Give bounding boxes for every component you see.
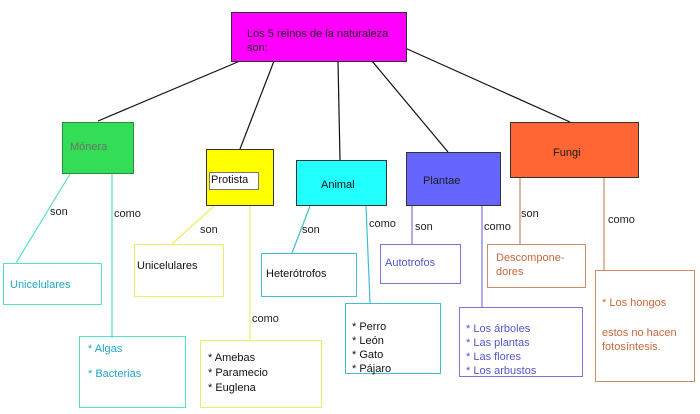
protista-paramecio: * Paramecio [208, 367, 268, 379]
animal-como-box: * Perro * León * Gato * Pájaro [345, 303, 441, 376]
kingdom-protista-inner: Protista [209, 172, 259, 190]
kingdom-plantae-label: Plantae [423, 175, 461, 187]
root-text: Los 5 reinos de la naturaleza son: [247, 28, 389, 54]
monera-como-label: como [114, 208, 141, 220]
monera-son-box: Unicelulares [3, 263, 102, 305]
plantae-como-label: como [484, 221, 511, 233]
fungi-son-label: son [521, 208, 539, 220]
kingdom-protista-label: Protista [211, 174, 249, 186]
kingdom-monera-label: Mónera [70, 141, 108, 153]
connector-monera-son [15, 173, 71, 264]
plantae-arboles: * Los árboles [466, 323, 531, 335]
connector-animal-como [365, 205, 371, 304]
plantae-arbustos: * Los arbustos [466, 365, 537, 377]
protista-como-label: como [252, 313, 279, 325]
kingdom-animal: Animal [296, 160, 387, 206]
plantae-son-text: Autotrofos [385, 257, 436, 269]
plantae-items: * Los árboles * Las plantas * Las flores… [466, 322, 536, 378]
plantae-son-label: son [415, 221, 433, 233]
protista-items: * Amebas * Paramecio * Euglena [208, 351, 268, 396]
connector-animal-son [291, 205, 311, 254]
root-box: Los 5 reinos de la naturaleza son: [231, 12, 407, 62]
animal-perro: * Perro [352, 321, 387, 333]
kingdom-fungi: Fungi [510, 122, 639, 178]
animal-son-text: Heterótrofos [266, 268, 327, 280]
plantae-flores: * Las flores [466, 351, 522, 363]
monera-como-box: * Algas * Bacterias [79, 336, 186, 408]
fungi-son-box: Descompone-dores [487, 244, 586, 288]
connector-root-fungi [404, 47, 571, 123]
protista-son-box: Unicelulares [134, 244, 224, 297]
plantae-como-box: * Los árboles * Las plantas * Las flores… [459, 307, 583, 377]
animal-son-label: son [302, 224, 320, 236]
fungi-son-text: Descompone-dores [496, 252, 565, 278]
animal-gato: * Gato [352, 349, 384, 361]
connector-root-animal [337, 60, 341, 161]
fungi-como-label: como [608, 214, 635, 226]
connector-root-plantae [371, 60, 449, 153]
monera-son-label: son [50, 206, 68, 218]
animal-leon: * León [352, 335, 384, 347]
kingdom-fungi-label: Fungi [553, 147, 581, 159]
plantae-plantas: * Las plantas [466, 337, 530, 349]
kingdom-monera: Mónera [62, 122, 134, 174]
animal-son-box: Heterótrofos [261, 253, 357, 297]
monera-algas: * Algas [88, 343, 123, 355]
protista-son-label: son [200, 224, 218, 236]
fungi-como-box: * Los hongos estos no hacen fotosíntesis… [595, 270, 695, 382]
connector-protista-son [171, 205, 215, 245]
protista-son-text: Unicelulares [137, 260, 198, 272]
fungi-hongos: * Los hongos [602, 297, 667, 309]
kingdom-plantae: Plantae [406, 152, 501, 206]
kingdom-protista: Protista [206, 149, 274, 206]
fungi-fotosintesis: estos no hacen fotosíntesis. [602, 327, 677, 353]
connector-root-monera [97, 60, 241, 122]
monera-son-text: Unicelulares [10, 279, 71, 291]
protista-como-box: * Amebas * Paramecio * Euglena [200, 340, 322, 408]
protista-euglena: * Euglena [208, 382, 256, 394]
kingdom-animal-label: Animal [321, 179, 355, 191]
plantae-son-box: Autotrofos [380, 244, 461, 284]
animal-items: * Perro * León * Gato * Pájaro [352, 320, 391, 376]
animal-pajaro: * Pájaro [352, 363, 392, 375]
animal-como-label: como [369, 218, 396, 230]
connector-root-protista [239, 60, 275, 150]
monera-bacterias: * Bacterias [88, 368, 142, 380]
protista-amebas: * Amebas [208, 352, 256, 364]
